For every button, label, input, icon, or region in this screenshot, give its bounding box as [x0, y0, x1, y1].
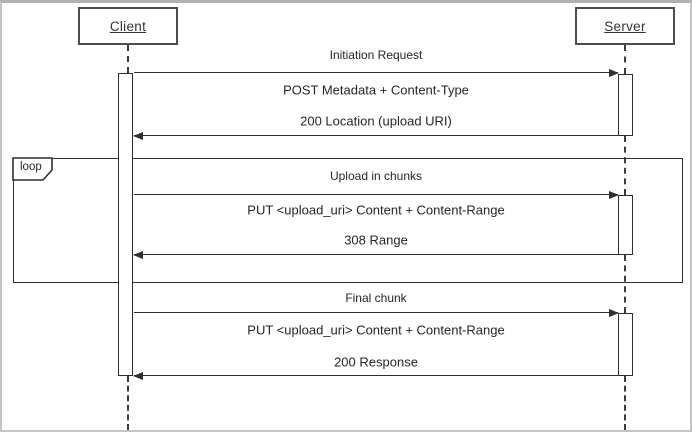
label-initiation-title: Initiation Request	[329, 48, 423, 62]
actor-server-box: Server	[575, 7, 675, 45]
arrowhead-right-icon	[609, 69, 619, 77]
actor-server-label: Server	[604, 18, 646, 34]
client-lifeline-bottom	[127, 376, 129, 430]
message-line-initiation-response	[133, 132, 618, 140]
server-lifeline-seg3	[624, 255, 626, 313]
label-initiation-response: 200 Location (upload URI)	[300, 113, 452, 129]
label-final-response: 200 Response	[334, 354, 418, 370]
arrowhead-right-icon	[609, 191, 619, 199]
arrowhead-left-icon	[133, 132, 143, 140]
arrowhead-left-icon	[133, 251, 143, 259]
message-line-initiation-request	[134, 69, 619, 77]
loop-fragment-box	[13, 158, 683, 283]
client-lifeline-top	[127, 45, 129, 73]
server-activation-bar-loop	[618, 195, 633, 255]
arrowhead-left-icon	[133, 372, 143, 380]
loop-fragment-label-pentagon	[12, 157, 53, 181]
server-lifeline-seg4	[624, 376, 626, 430]
server-lifeline-seg2	[624, 136, 626, 195]
client-activation-bar	[118, 73, 133, 376]
loop-fragment-label: loop	[20, 161, 42, 173]
message-line-final-request	[134, 309, 619, 317]
server-activation-bar-initiation	[618, 74, 633, 136]
label-final-title: Final chunk	[345, 291, 407, 305]
server-lifeline-seg1	[624, 45, 626, 74]
server-activation-bar-final	[618, 313, 633, 376]
actor-client-box: Client	[78, 7, 178, 45]
label-final-request: PUT <upload_uri> Content + Content-Range	[247, 322, 505, 338]
label-loop-response: 308 Range	[344, 232, 408, 248]
message-line-final-response	[133, 372, 618, 380]
actor-client-label: Client	[109, 18, 147, 34]
label-initiation-request: POST Metadata + Content-Type	[283, 82, 469, 98]
label-loop-title: Upload in chunks	[329, 169, 423, 183]
message-line-loop-request	[134, 191, 619, 199]
label-loop-request: PUT <upload_uri> Content + Content-Range	[247, 202, 505, 218]
arrowhead-right-icon	[609, 309, 619, 317]
message-line-loop-response	[133, 251, 618, 259]
